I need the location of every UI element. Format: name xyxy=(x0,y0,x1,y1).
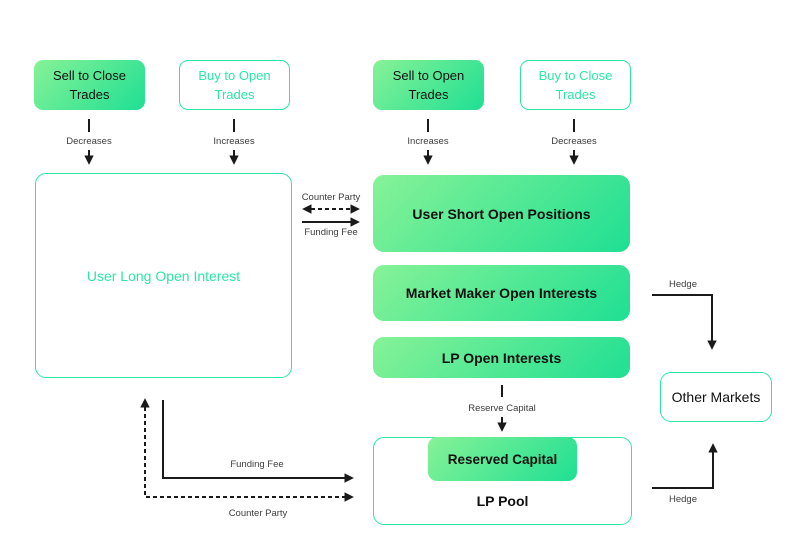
edge-label-funding-fee-top: Funding Fee xyxy=(304,227,358,238)
node-market-maker-open-interests: Market Maker Open Interests xyxy=(373,265,630,321)
edge-label-hedge-bottom: Hedge xyxy=(669,494,697,505)
node-buy-to-close-trades: Buy to Close Trades xyxy=(520,60,631,110)
edge-label-counter-party-top: Counter Party xyxy=(301,192,361,203)
node-sell-to-open-trades: Sell to Open Trades xyxy=(373,60,484,110)
node-other-markets: Other Markets xyxy=(660,372,772,422)
edge-label-hedge-top: Hedge xyxy=(669,279,697,290)
edge-label-decreases-1: Decreases xyxy=(66,136,112,147)
node-user-short-open-positions: User Short Open Positions xyxy=(373,175,630,252)
counter-party-bottom-arrow xyxy=(140,398,354,502)
hedge-bottom-arrow xyxy=(652,443,718,489)
node-sell-to-close-trades: Sell to Close Trades xyxy=(34,60,145,110)
edge-label-decreases-2: Decreases xyxy=(551,136,597,147)
hedge-top-arrow xyxy=(652,294,717,350)
node-lp-open-interests: LP Open Interests xyxy=(373,337,630,378)
lp-pool-label: LP Pool xyxy=(476,493,529,509)
edge-label-increases-1: Increases xyxy=(213,136,255,147)
edge-label-counter-party-bottom: Counter Party xyxy=(228,508,288,519)
edge-label-funding-fee-bottom: Funding Fee xyxy=(230,459,284,470)
node-reserved-capital: Reserved Capital xyxy=(428,437,577,481)
edge-label-increases-2: Increases xyxy=(407,136,449,147)
node-user-long-open-interest: User Long Open Interest xyxy=(35,173,292,378)
node-buy-to-open-trades: Buy to Open Trades xyxy=(179,60,290,110)
edge-label-reserve-capital: Reserve Capital xyxy=(468,403,536,414)
